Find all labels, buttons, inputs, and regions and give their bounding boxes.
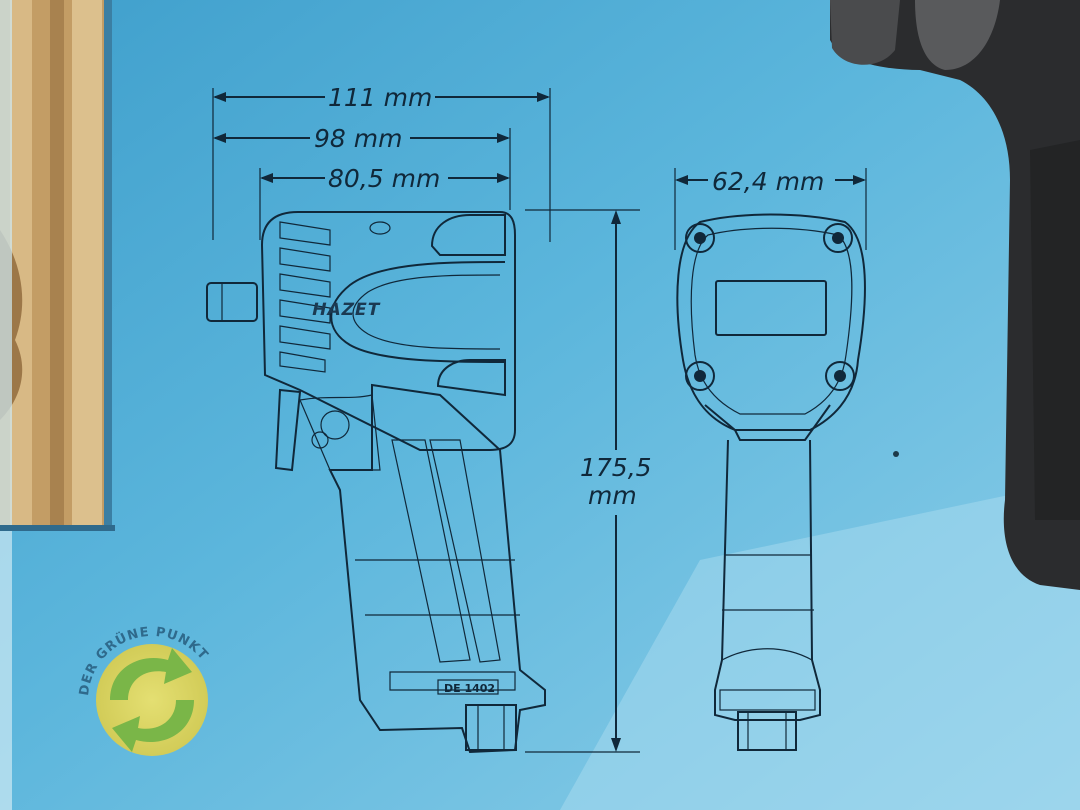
dim-housing-length: 80,5 mm <box>328 164 440 193</box>
dim-width: 62,4 mm <box>712 167 824 196</box>
rear-view-drawing: 62,4 mm <box>674 167 867 751</box>
height-dimension: 175,5 mm <box>525 209 652 753</box>
cardboard-edge <box>0 0 115 810</box>
dim-body-length: 98 mm <box>314 124 402 153</box>
tool-photo <box>830 0 1080 590</box>
dim-height-value: 175,5 <box>580 453 652 482</box>
handle-label: DE 1402 <box>444 682 495 695</box>
brand-logo-side: HAZET <box>310 300 382 320</box>
rear-bolts <box>685 223 855 391</box>
dim-total-length: 111 mm <box>328 83 432 112</box>
side-view-drawing: 111 mm 98 mm 80,5 mm <box>206 83 551 754</box>
recycling-logo <box>96 644 208 756</box>
dim-height-unit: mm <box>588 481 637 510</box>
